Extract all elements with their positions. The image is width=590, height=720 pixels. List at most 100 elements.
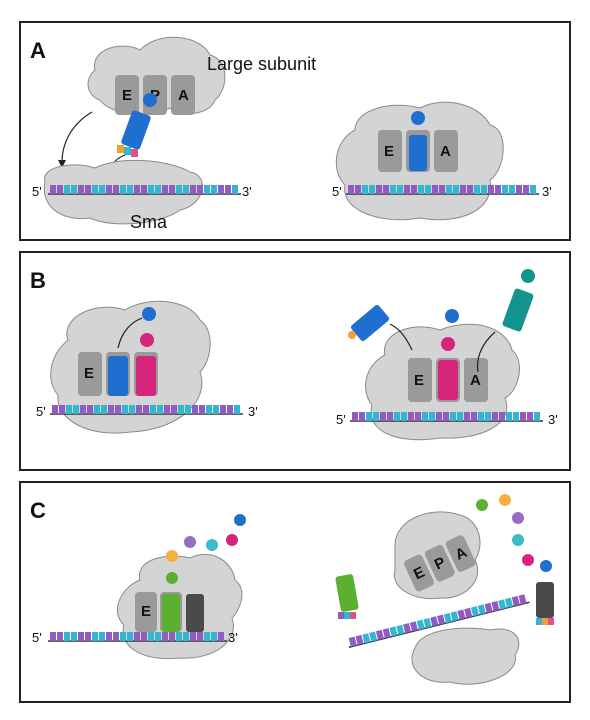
- nucleotide: [92, 632, 98, 641]
- trna-pink: [136, 356, 156, 396]
- nucleotide: [176, 185, 182, 194]
- nucleotide: [143, 405, 149, 414]
- mrna-strand: [350, 412, 543, 422]
- nucleotide: [366, 412, 372, 421]
- nucleotide: [120, 632, 126, 641]
- nucleotide: [108, 405, 114, 414]
- nucleotide: [92, 185, 98, 194]
- nucleotide: [113, 185, 119, 194]
- three-prime: 3': [242, 184, 252, 199]
- nucleotide: [477, 604, 486, 615]
- nucleotide: [464, 412, 470, 421]
- nucleotide: [57, 632, 63, 641]
- nucleotide: [197, 632, 203, 641]
- site-slot: [464, 358, 488, 402]
- amino-acid: [143, 93, 157, 107]
- nucleotide: [50, 632, 56, 641]
- trna-blue: [108, 356, 128, 396]
- site-slot: [408, 358, 432, 402]
- site-slot: [115, 75, 139, 115]
- nucleotide: [148, 632, 154, 641]
- site-slot: [378, 130, 402, 172]
- nucleotide: [511, 595, 520, 607]
- nucleotide: [485, 412, 491, 421]
- nucleotide: [481, 185, 487, 194]
- nucleotide: [171, 405, 177, 414]
- nucleotide: [136, 405, 142, 414]
- nucleotide: [423, 617, 432, 629]
- nucleotide: [425, 185, 431, 194]
- three-prime: 3': [548, 412, 558, 427]
- nucleotide: [234, 405, 240, 414]
- nucleotide: [478, 412, 484, 421]
- nucleotide: [59, 405, 65, 414]
- site-label-e: E: [384, 143, 394, 160]
- nucleotide: [467, 185, 473, 194]
- nucleotide: [211, 632, 217, 641]
- nucleotide: [227, 405, 233, 414]
- five-prime: 5': [36, 404, 46, 419]
- site-label-a: A: [178, 87, 189, 104]
- nucleotide: [150, 405, 156, 414]
- nucleotide: [390, 185, 396, 194]
- panel-a-frame: [19, 21, 571, 241]
- nucleotide: [141, 185, 147, 194]
- amino-acid: [140, 333, 154, 347]
- nucleotide: [197, 185, 203, 194]
- nucleotide: [369, 185, 375, 194]
- nucleotide: [213, 405, 219, 414]
- nucleotide: [134, 632, 140, 641]
- nucleotide: [71, 185, 77, 194]
- site-label-a: A: [470, 372, 481, 389]
- mrna-strand: [346, 185, 539, 195]
- nucleotide: [506, 412, 512, 421]
- nucleotide: [355, 185, 361, 194]
- nucleotide: [408, 412, 414, 421]
- nucleotide: [416, 619, 425, 630]
- nucleotide: [64, 632, 70, 641]
- nucleotide: [134, 185, 140, 194]
- large-subunit-label: Large subunit: [207, 54, 316, 74]
- arrow: [389, 323, 413, 351]
- site-slot: [445, 535, 476, 572]
- nucleotide: [78, 632, 84, 641]
- nucleotide: [122, 405, 128, 414]
- nucleotide: [432, 185, 438, 194]
- nucleotide: [157, 405, 163, 414]
- nucleotide: [418, 185, 424, 194]
- trna-green: [335, 574, 359, 612]
- nucleotide: [534, 412, 540, 421]
- five-prime: 5': [32, 630, 42, 645]
- nucleotide: [495, 185, 501, 194]
- nucleotide: [169, 185, 175, 194]
- five-prime: 5': [32, 184, 42, 199]
- nucleotide: [183, 185, 189, 194]
- nucleotide: [120, 185, 126, 194]
- nucleotide: [488, 185, 494, 194]
- nucleotide: [443, 612, 452, 624]
- nucleotide: [218, 185, 224, 194]
- nucleotide: [362, 633, 371, 644]
- nucleotide: [376, 185, 382, 194]
- nucleotide: [387, 412, 393, 421]
- site-label-e: E: [122, 87, 132, 104]
- nucleotide: [470, 606, 479, 617]
- nucleotide: [397, 185, 403, 194]
- nucleotide: [148, 185, 154, 194]
- nucleotide: [155, 185, 161, 194]
- nucleotide: [394, 412, 400, 421]
- nucleotide: [389, 626, 398, 637]
- nucleotide: [396, 624, 405, 635]
- nucleotide: [518, 594, 527, 605]
- trna-dark: [536, 582, 554, 618]
- arrow: [117, 317, 143, 349]
- nucleotide: [185, 405, 191, 414]
- site-slot: [434, 130, 458, 172]
- three-prime: 3': [248, 404, 258, 419]
- nucleotide: [141, 632, 147, 641]
- amino-acid: [445, 309, 459, 323]
- nucleotide: [178, 405, 184, 414]
- amino-acid: [142, 307, 156, 321]
- nucleotide: [204, 185, 210, 194]
- nucleotide: [225, 185, 231, 194]
